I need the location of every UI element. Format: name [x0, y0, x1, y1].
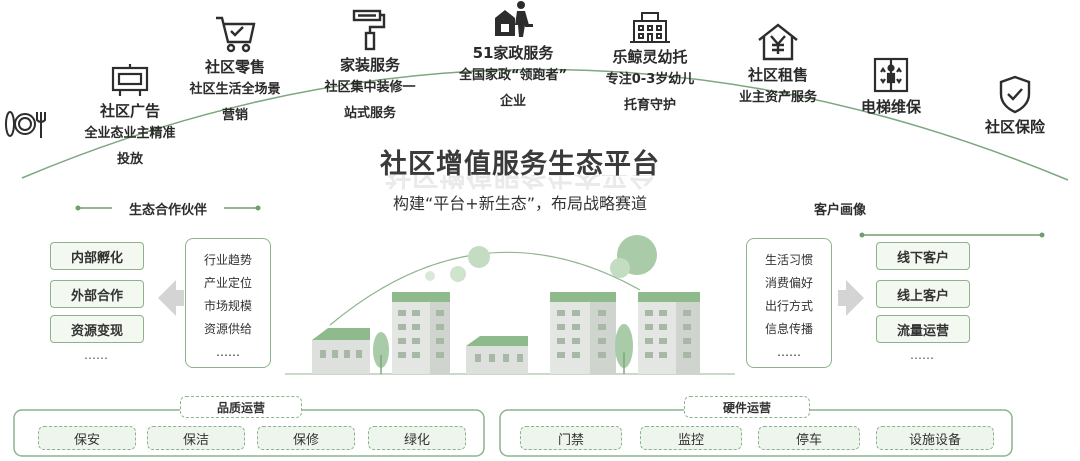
right-factor-list: 生活习惯 消费偏好 出行方式 信息传播 …… — [746, 238, 832, 368]
list-item: 出行方式 — [764, 299, 813, 313]
service-title: 社区零售 — [204, 58, 265, 76]
hardware-item: 门禁 — [520, 426, 622, 450]
list-item: 行业趋势 — [203, 253, 252, 267]
service-desc: 全业态业主精准 — [84, 126, 176, 141]
service-title: 社区租售 — [747, 66, 808, 84]
service-elevator: 电梯维保 — [836, 56, 946, 117]
service-housekeeping: 51家政服务 全国家政“领跑者” 企业 — [445, 0, 581, 115]
service-desc: 全国家政“领跑者” — [458, 68, 568, 83]
list-item: 信息传播 — [764, 322, 813, 336]
pill-internal-incubation: 内部孵化 — [50, 242, 144, 270]
service-insurance: 社区保险 — [960, 74, 1070, 137]
service-desc: 企业 — [499, 94, 526, 109]
right-more: …… — [910, 348, 934, 362]
quality-item: 保修 — [257, 426, 355, 450]
service-title: 51家政服务 — [472, 44, 554, 62]
left-arrow — [158, 280, 184, 316]
pill-traffic-operation: 流量运营 — [876, 315, 970, 343]
list-item: …… — [777, 345, 801, 359]
buildings-illustration — [285, 292, 735, 375]
list-item: 消费偏好 — [764, 276, 813, 290]
service-desc: 站式服务 — [343, 106, 396, 121]
list-item: 产业定位 — [203, 276, 252, 290]
left-more: …… — [84, 348, 108, 362]
cutlery-icon — [5, 111, 46, 138]
quality-item: 保洁 — [147, 426, 245, 450]
list-item: …… — [216, 345, 240, 359]
service-nursery: 乐鲸灵幼托 专注0-3岁幼儿 托育守护 — [590, 10, 710, 119]
service-title: 家装服务 — [339, 56, 400, 74]
list-item: 市场规模 — [203, 299, 252, 313]
service-desc: 营销 — [221, 108, 248, 123]
service-desc: 社区生活全场景 — [189, 82, 281, 97]
quality-item: 保安 — [38, 426, 136, 450]
quality-item: 绿化 — [368, 426, 466, 450]
shield-check-icon — [999, 75, 1031, 114]
elevator-icon — [873, 57, 909, 93]
service-title: 社区保险 — [984, 118, 1045, 136]
platform-title: 社区增值服务生态平台 — [380, 149, 660, 180]
service-title: 乐鲸灵幼托 — [612, 48, 688, 66]
list-item: 资源供给 — [203, 322, 252, 336]
list-item: 生活习惯 — [764, 253, 813, 267]
service-decoration: 家装服务 社区集中装修一 站式服务 — [310, 8, 430, 127]
right-arrow — [838, 280, 864, 316]
hardware-item: 设施设备 — [876, 426, 994, 450]
hardware-operations-label: 硬件运营 — [684, 396, 810, 418]
left-heading: 生态合作伙伴 — [128, 203, 207, 218]
service-desc: 专注0-3岁幼儿 — [605, 72, 695, 87]
pill-online-customers: 线上客户 — [876, 280, 970, 308]
service-title: 电梯维保 — [860, 98, 921, 116]
right-heading: 客户画像 — [813, 203, 866, 218]
shopping-cart-icon — [216, 16, 256, 53]
service-title: 社区广告 — [99, 102, 160, 120]
service-desc: 投放 — [116, 152, 143, 167]
pill-resource-monetization: 资源变现 — [50, 315, 144, 343]
service-rent-sale: 社区租售 业主资产服务 — [718, 22, 838, 111]
service-retail: 社区零售 社区生活全场景 营销 — [175, 14, 295, 129]
paint-roller-icon — [352, 9, 386, 51]
service-community-ad: 社区广告 全业态业主精准 投放 — [70, 62, 190, 173]
service-desc: 托育守护 — [623, 98, 676, 113]
quality-operations-label: 品质运营 — [180, 396, 302, 418]
hardware-item: 监控 — [640, 426, 742, 450]
platform-subtitle: 构建“平台+新生态”，布局战略赛道 — [393, 194, 647, 213]
service-ad — [0, 108, 52, 142]
hardware-item: 停车 — [758, 426, 860, 450]
nursery-building-icon — [630, 12, 670, 43]
pill-offline-customers: 线下客户 — [876, 242, 970, 270]
house-yen-icon — [758, 23, 798, 61]
top-arc — [21, 68, 1069, 181]
service-desc: 业主资产服务 — [738, 90, 817, 105]
housekeeping-icon — [495, 1, 533, 37]
pill-external-cooperation: 外部合作 — [50, 280, 144, 308]
billboard-icon — [111, 64, 149, 96]
service-desc: 社区集中装修一 — [324, 80, 416, 95]
left-factor-list: 行业趋势 产业定位 市场规模 资源供给 …… — [185, 238, 271, 368]
platform-title-block: 社区增值服务生态平台 社区增值服务生态平台 — [340, 142, 700, 197]
